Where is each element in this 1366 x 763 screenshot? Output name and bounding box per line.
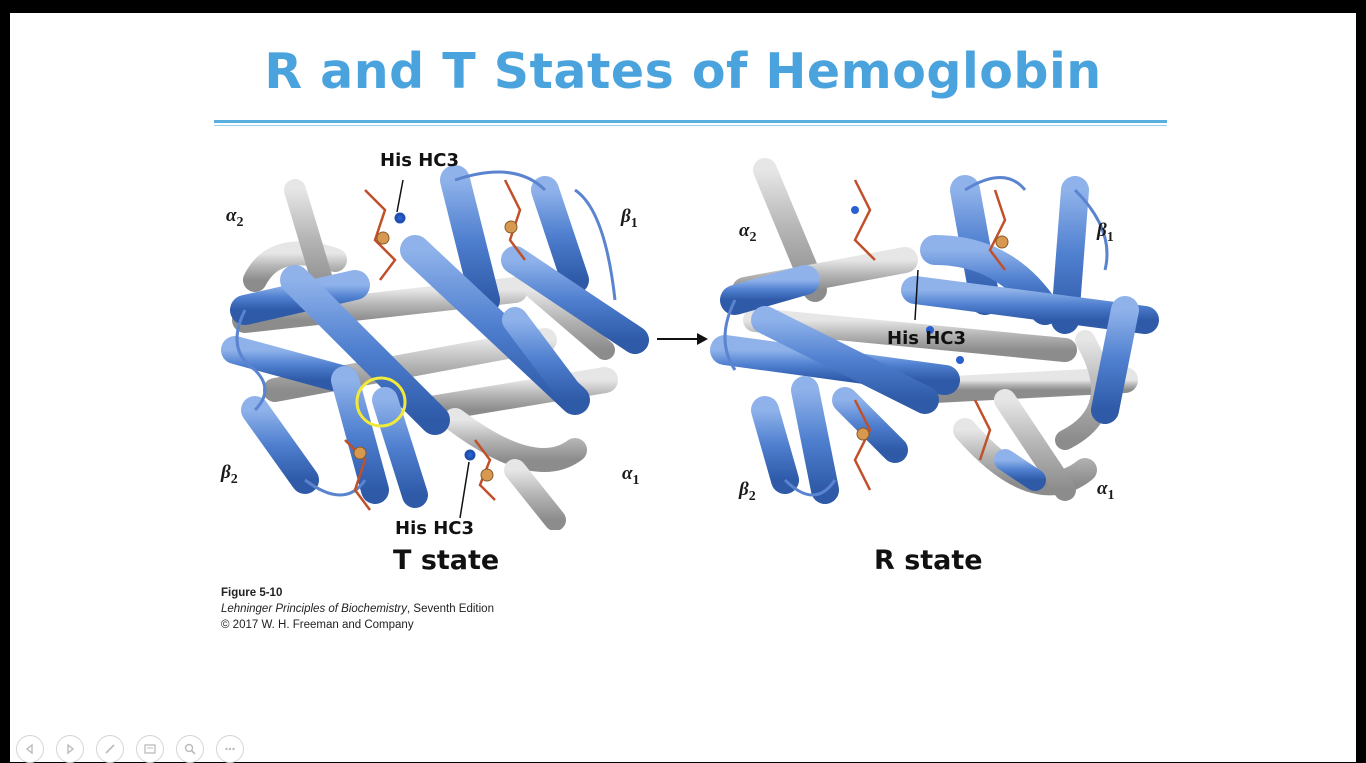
book-title: Lehninger Principles of Biochemistry xyxy=(221,603,408,615)
figure-number: Figure 5-10 xyxy=(221,587,283,599)
t-alpha1-label: α1 xyxy=(622,463,640,488)
t-beta2-label: β2 xyxy=(221,462,238,487)
t-state-label: T state xyxy=(393,545,500,576)
t-state-structure-image xyxy=(221,165,649,530)
slides-button[interactable] xyxy=(136,735,164,763)
r-alpha2-label: α2 xyxy=(739,220,757,245)
r-alpha1-label: α1 xyxy=(1097,478,1115,503)
more-icon xyxy=(225,747,235,751)
t-his-hc3-top-label: His HC3 xyxy=(380,150,460,171)
zoom-icon xyxy=(184,743,196,755)
more-button[interactable] xyxy=(216,735,244,763)
pen-button[interactable] xyxy=(96,735,124,763)
book-line: Lehninger Principles of Biochemistry, Se… xyxy=(221,601,494,617)
r-state-structure-image xyxy=(710,158,1159,504)
t-alpha2-label: α2 xyxy=(226,205,244,230)
previous-button[interactable] xyxy=(16,735,44,763)
r-state-label: R state xyxy=(874,545,983,576)
r-his-hc3-label: His HC3 xyxy=(887,328,967,349)
transition-arrow-icon xyxy=(657,333,708,345)
figure-caption: Figure 5-10 Lehninger Principles of Bioc… xyxy=(221,585,494,633)
zoom-button[interactable] xyxy=(176,735,204,763)
book-edition: , Seventh Edition xyxy=(407,603,494,615)
title-divider xyxy=(214,120,1167,123)
pen-icon xyxy=(105,744,115,754)
copyright: © 2017 W. H. Freeman and Company xyxy=(221,619,414,631)
slides-icon xyxy=(144,744,156,754)
r-beta2-label: β2 xyxy=(739,479,756,504)
next-icon xyxy=(67,743,75,755)
next-button[interactable] xyxy=(56,735,84,763)
title-divider-thin xyxy=(214,125,1167,126)
t-beta1-label: β1 xyxy=(621,206,638,231)
r-beta1-label: β1 xyxy=(1097,220,1114,245)
previous-icon xyxy=(25,743,33,755)
slide-title: R and T States of Hemoglobin xyxy=(264,43,1102,100)
t-his-hc3-bottom-label: His HC3 xyxy=(395,518,475,539)
